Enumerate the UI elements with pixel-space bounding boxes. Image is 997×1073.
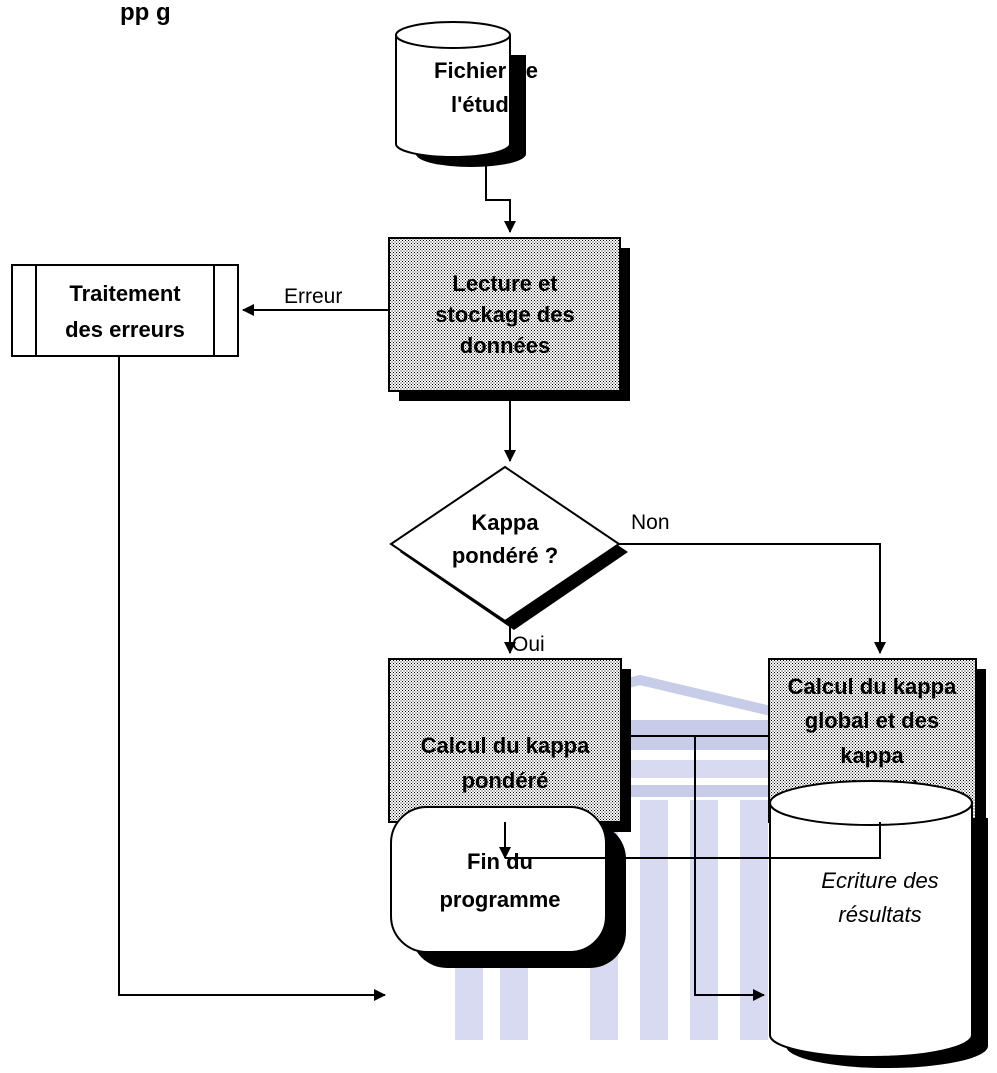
fin-line-2: programme bbox=[439, 887, 560, 912]
lecture-line-1: Lecture et bbox=[452, 271, 558, 296]
edge-traitement-fin bbox=[118, 356, 386, 1001]
edge-label-oui: Oui bbox=[512, 633, 545, 656]
header-fragment: pp g bbox=[120, 0, 171, 26]
lecture-node: Lecture et stockage des données bbox=[388, 237, 630, 401]
edge-label-non: Non bbox=[631, 511, 670, 534]
calcul-global-line-1: Calcul du kappa bbox=[788, 674, 957, 699]
lecture-line-3: données bbox=[460, 333, 550, 358]
fin-line-1: Fin du bbox=[467, 849, 533, 874]
edge-decision-non bbox=[619, 543, 886, 654]
ecriture-node: Ecriture des résultats bbox=[769, 780, 988, 1068]
lecture-line-2: stockage des bbox=[435, 302, 574, 327]
fichier-node: Fichier de l'étude bbox=[395, 21, 538, 167]
calcul-pondere-line-1: Calcul du kappa bbox=[421, 733, 590, 758]
edge-fichier-lecture bbox=[485, 160, 516, 233]
traitement-node: Traitement des erreurs bbox=[11, 264, 239, 357]
decision-line-2: pondéré ? bbox=[452, 543, 558, 568]
traitement-line-1: Traitement bbox=[69, 281, 181, 306]
decision-line-1: Kappa bbox=[471, 510, 539, 535]
ecriture-line-1: Ecriture des bbox=[821, 868, 938, 893]
fin-node: Fin du programme bbox=[390, 806, 626, 968]
calcul-global-line-2: global et des bbox=[805, 708, 939, 733]
fichier-line-1: Fichier de bbox=[434, 58, 538, 83]
calcul-pondere-line-2: pondéré bbox=[462, 768, 549, 793]
connectors bbox=[118, 160, 886, 1001]
edge-label-erreur: Erreur bbox=[284, 285, 342, 308]
decision-node: Kappa pondéré ? bbox=[389, 465, 628, 630]
edge-pondere-ecriture bbox=[621, 735, 765, 1001]
traitement-line-2: des erreurs bbox=[65, 317, 185, 342]
ecriture-line-2: résultats bbox=[838, 902, 921, 927]
calcul-global-line-3: kappa bbox=[840, 743, 904, 768]
edge-global-fin bbox=[505, 822, 881, 859]
calcul-pondere-node: Calcul du kappa pondéré bbox=[388, 658, 631, 832]
fichier-line-2: l'étude bbox=[451, 92, 521, 117]
